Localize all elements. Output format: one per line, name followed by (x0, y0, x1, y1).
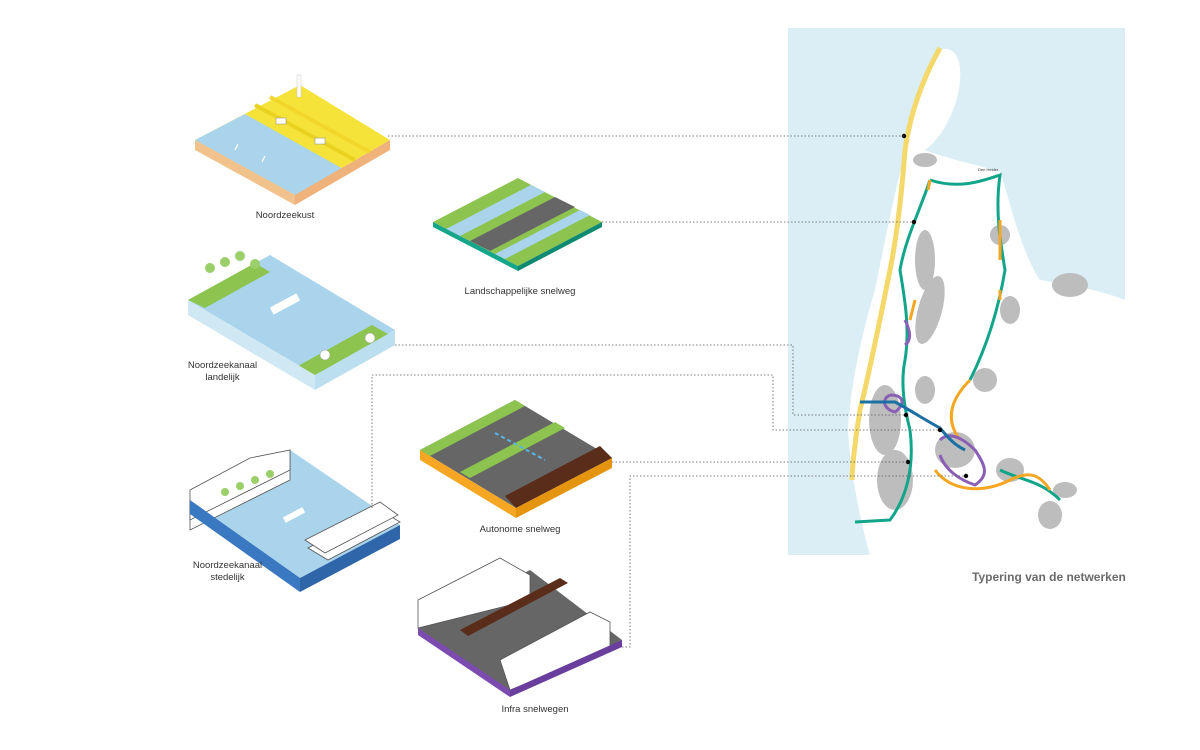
map-north-holland (788, 28, 1125, 556)
block-infra (417, 557, 622, 697)
label-kanaal-stedelijk-line1: Noordzeekanaal (192, 560, 263, 571)
label-autonome-snelweg: Autonome snelweg (479, 524, 561, 535)
map-place-label: Den Helder (978, 167, 999, 172)
coast-strip (849, 46, 943, 481)
label-infra-snelwegen: Infra snelwegen (501, 704, 569, 715)
block-autonoom (420, 400, 612, 518)
block-noordzeekust (195, 74, 390, 205)
block-kanaal-stedelijk (189, 449, 401, 592)
block-landschappelijk (433, 178, 602, 271)
label-landschappelijke-snelweg: Landschappelijke snelweg (464, 286, 576, 297)
leader-lines (371, 135, 966, 648)
label-noordzeekanaal-landelijk: Noordzeekanaal landelijk (175, 360, 270, 384)
figure-title: Typering van de netwerken (972, 570, 1126, 584)
label-kanaal-stedelijk-line2: stedelijk (210, 572, 245, 583)
label-kanaal-landelijk-line1: Noordzeekanaal (187, 360, 258, 371)
network-orange (908, 179, 1052, 491)
label-noordzeekust: Noordzeekust (255, 210, 315, 221)
block-kanaal-landelijk (188, 251, 395, 390)
map-land (848, 49, 1125, 556)
label-kanaal-landelijk-line2: landelijk (205, 372, 240, 383)
network-purple (883, 319, 986, 487)
label-noordzeekanaal-stedelijk: Noordzeekanaal stedelijk (180, 560, 275, 584)
